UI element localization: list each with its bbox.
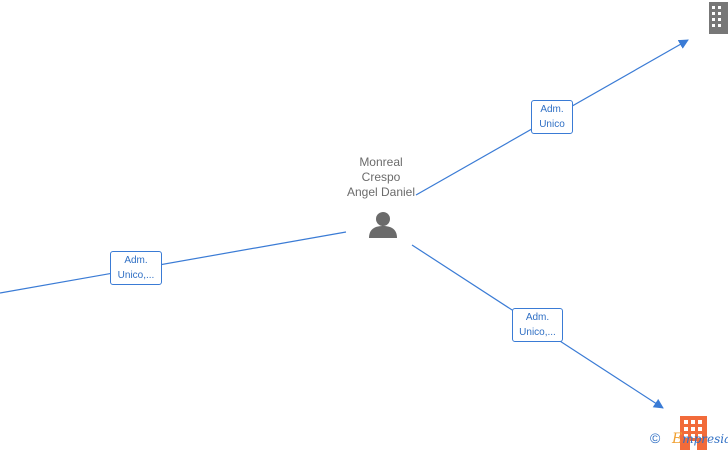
edge-label-line: Unico — [539, 119, 565, 130]
edge-left — [0, 231, 347, 294]
brand-watermark: Empresia — [672, 431, 728, 447]
person-name-label[interactable]: Monreal Crespo Angel Daniel — [333, 155, 429, 200]
brand-first-letter: E — [672, 431, 683, 447]
edge-label-line: Adm. — [540, 104, 564, 115]
person-name-line-3: Angel Daniel — [346, 185, 416, 199]
edge-label-lower-right[interactable]: Adm. Unico,... — [512, 308, 563, 342]
copyright-symbol: © — [650, 430, 661, 446]
edge-label-line: Unico,... — [519, 327, 556, 338]
person-name-line-2: Crespo — [361, 170, 401, 184]
building-icon[interactable] — [680, 416, 707, 450]
brand-rest: mpresia — [682, 432, 728, 446]
edge-label-left[interactable]: Adm. Unico,... — [110, 251, 162, 285]
edge-label-upper-right[interactable]: Adm. Unico — [531, 100, 573, 134]
edge-label-line: Adm. — [525, 312, 550, 323]
person-icon[interactable] — [369, 212, 397, 238]
edge-label-line: Unico,... — [117, 270, 155, 281]
person-name-line-1: Monreal — [359, 155, 403, 169]
edge-label-line: Adm. — [124, 255, 148, 266]
building-icon[interactable] — [709, 2, 728, 34]
